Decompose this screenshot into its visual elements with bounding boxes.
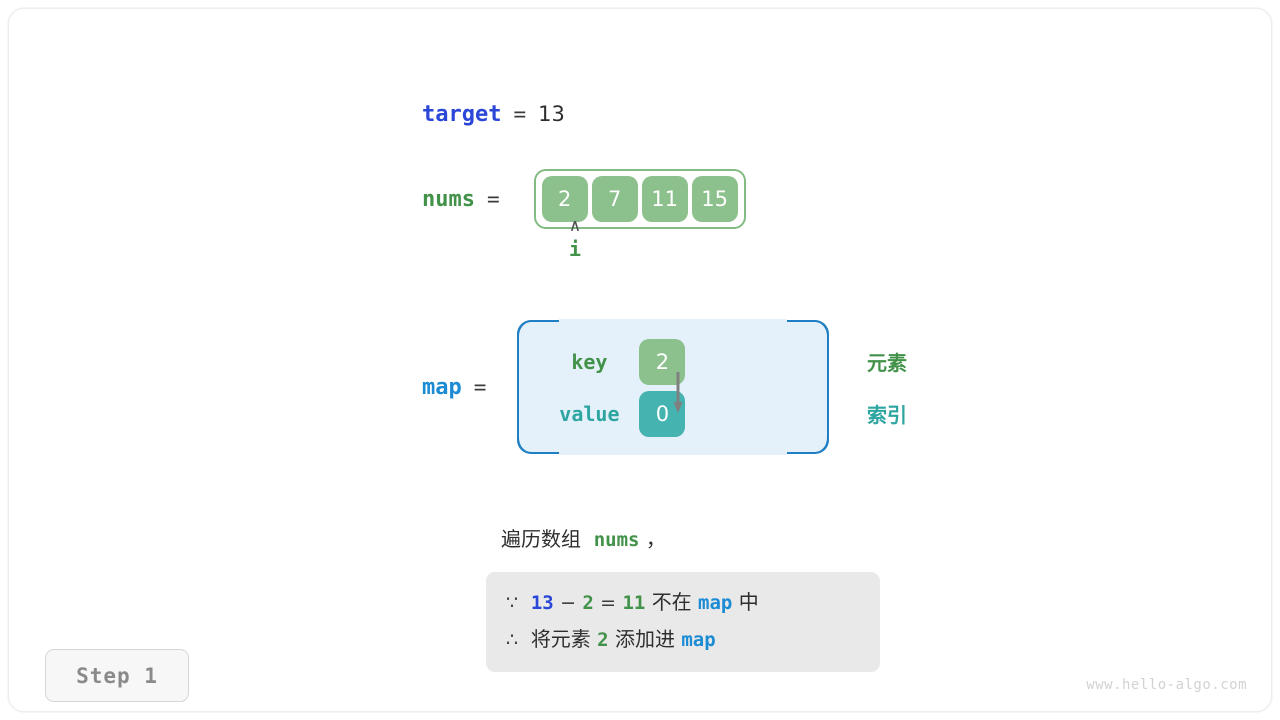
map-label: map =: [422, 375, 486, 400]
nums-variable-name: nums: [422, 186, 475, 212]
down-arrow-icon: [673, 372, 683, 413]
line1-map-name: map: [698, 592, 733, 614]
target-value: 13: [538, 102, 565, 126]
line2-prefix-text: 将元素: [530, 627, 591, 651]
map-row: map = key 2 value 0: [422, 319, 830, 455]
array-cell: 15: [691, 176, 738, 222]
explanation-line-2: ∴ 将元素 2 添加进 map: [506, 621, 860, 658]
therefore-symbol: ∴: [506, 629, 519, 651]
map-equals-sign: =: [473, 374, 487, 399]
map-value-row: value 0: [539, 391, 686, 437]
legend-index-label: 索引: [867, 403, 907, 427]
line1-num-value: 2: [582, 592, 594, 614]
target-equals-sign: =: [513, 102, 527, 126]
map-container: key 2 value 0: [517, 319, 830, 455]
legend-element-label: 元素: [867, 351, 907, 375]
line2-num-value: 2: [597, 629, 609, 651]
target-row: target = 13: [422, 102, 565, 127]
nums-array: 2 7 11 15: [533, 169, 746, 229]
step-badge: Step 1: [45, 649, 189, 702]
watermark: www.hello-algo.com: [1086, 677, 1247, 693]
line1-middle-text: 不在: [651, 590, 692, 614]
explanation-title-prefix: 遍历数组: [501, 527, 581, 551]
line1-end-text: 中: [738, 590, 759, 614]
because-symbol: ∵: [506, 592, 519, 614]
caret-up-icon: ∧: [568, 216, 582, 236]
explanation-box: ∵ 13 − 2 = 11 不在 map 中 ∴ 将元素 2: [486, 572, 880, 672]
nums-row: nums = 2 7 11 15: [422, 169, 746, 229]
explanation-line-1: ∵ 13 − 2 = 11 不在 map 中: [506, 584, 860, 621]
line2-map-name: map: [681, 629, 716, 651]
index-pointer: ∧ i: [562, 217, 588, 263]
map-border-gap-bottom: [559, 451, 788, 455]
line1-result-value: 11: [622, 592, 646, 614]
map-value-label: value: [559, 402, 620, 426]
line1-target-value: 13: [530, 592, 554, 614]
explanation-title-variable: nums: [593, 529, 640, 551]
map-border-gap-top: [559, 319, 788, 323]
line1-minus-sign: −: [560, 592, 576, 614]
legend: 元素 索引: [867, 349, 907, 453]
explanation-title: 遍历数组 nums ，: [501, 523, 666, 552]
array-cell: 7: [591, 176, 638, 222]
target-variable-name: target: [422, 102, 502, 127]
nums-equals-sign: =: [486, 187, 500, 211]
map-key-row: key 2: [539, 339, 686, 385]
map-key-label: key: [571, 350, 608, 374]
array-cell: 2: [541, 176, 588, 222]
explanation-title-suffix: ，: [645, 527, 666, 551]
diagram-frame: target = 13 nums = 2 7 11 15 ∧ i map = k…: [8, 8, 1272, 712]
map-variable-name: map: [422, 374, 462, 400]
index-pointer-label: i: [568, 237, 582, 261]
line1-equals-sign: =: [600, 592, 617, 614]
array-cell: 11: [641, 176, 688, 222]
line2-middle-text: 添加进: [614, 627, 675, 651]
map-value-cell: 0: [639, 391, 686, 437]
